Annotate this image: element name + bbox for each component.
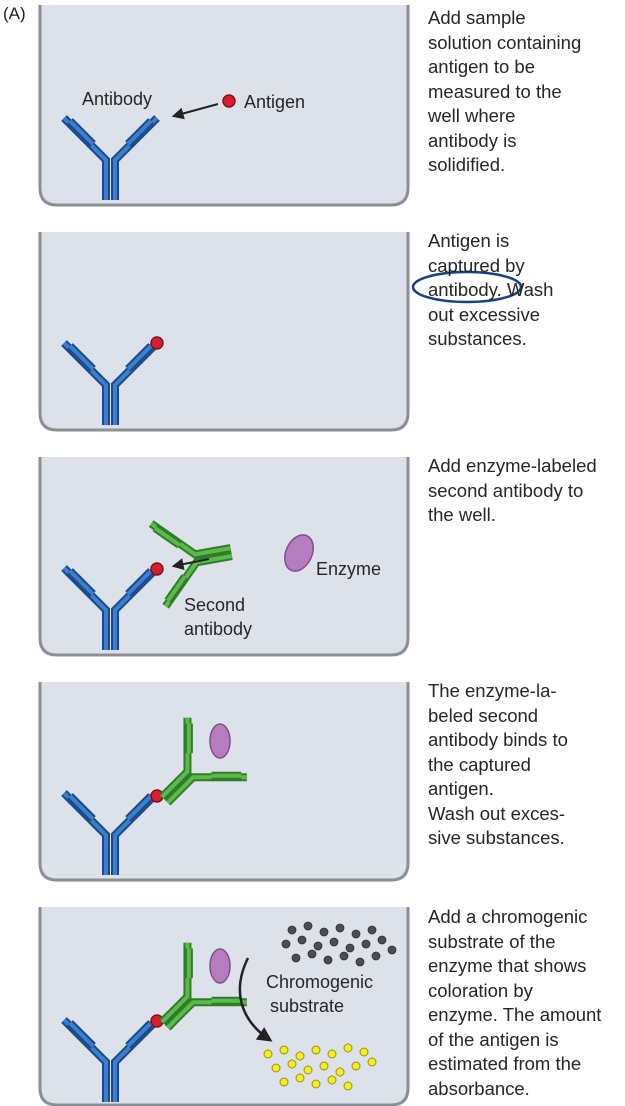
captured-antigen (150, 336, 164, 350)
panel-label: (A) (3, 4, 26, 23)
enzyme (209, 948, 231, 984)
chromogenic-substrate-dots (281, 921, 397, 967)
well-step-3: Enzyme Second antibody (38, 457, 410, 657)
well-step-4 (38, 682, 410, 882)
antigen-dot (222, 94, 236, 108)
well-step-2 (38, 232, 523, 432)
chromogenic-label-line1: Chromogenic (266, 972, 373, 992)
step-3-description: Add enzyme-labeled second antibody to th… (428, 455, 597, 525)
arrow (171, 103, 219, 120)
enzyme-label: Enzyme (316, 559, 381, 579)
second-antibody-label-line1: Second (184, 595, 245, 615)
enzyme (283, 534, 315, 572)
step-5-description: Add a chromogenic substrate of the enzym… (428, 906, 602, 1099)
chromogenic-label-line2: substrate (270, 996, 344, 1016)
colored-product-dots (263, 1043, 377, 1091)
well-step-5: Chromogenic substrate (38, 907, 410, 1106)
arrow (238, 957, 273, 1042)
captured-antigen (150, 562, 164, 576)
well-step-1: Antibody Antigen (38, 5, 410, 207)
second-antibody-label-line2: antibody (184, 619, 252, 639)
step-1-description: Add sample solution containing antigen t… (428, 7, 582, 175)
enzyme (209, 723, 231, 759)
highlight-circle (411, 270, 523, 304)
step-4-description: The enzyme-la- beled second antibody bin… (428, 680, 568, 848)
step-2-description: Antigen is captured by antibody. Wash ou… (428, 230, 554, 349)
antibody-label: Antibody (82, 89, 152, 109)
antigen-label: Antigen (244, 92, 305, 112)
arrow (171, 558, 210, 571)
